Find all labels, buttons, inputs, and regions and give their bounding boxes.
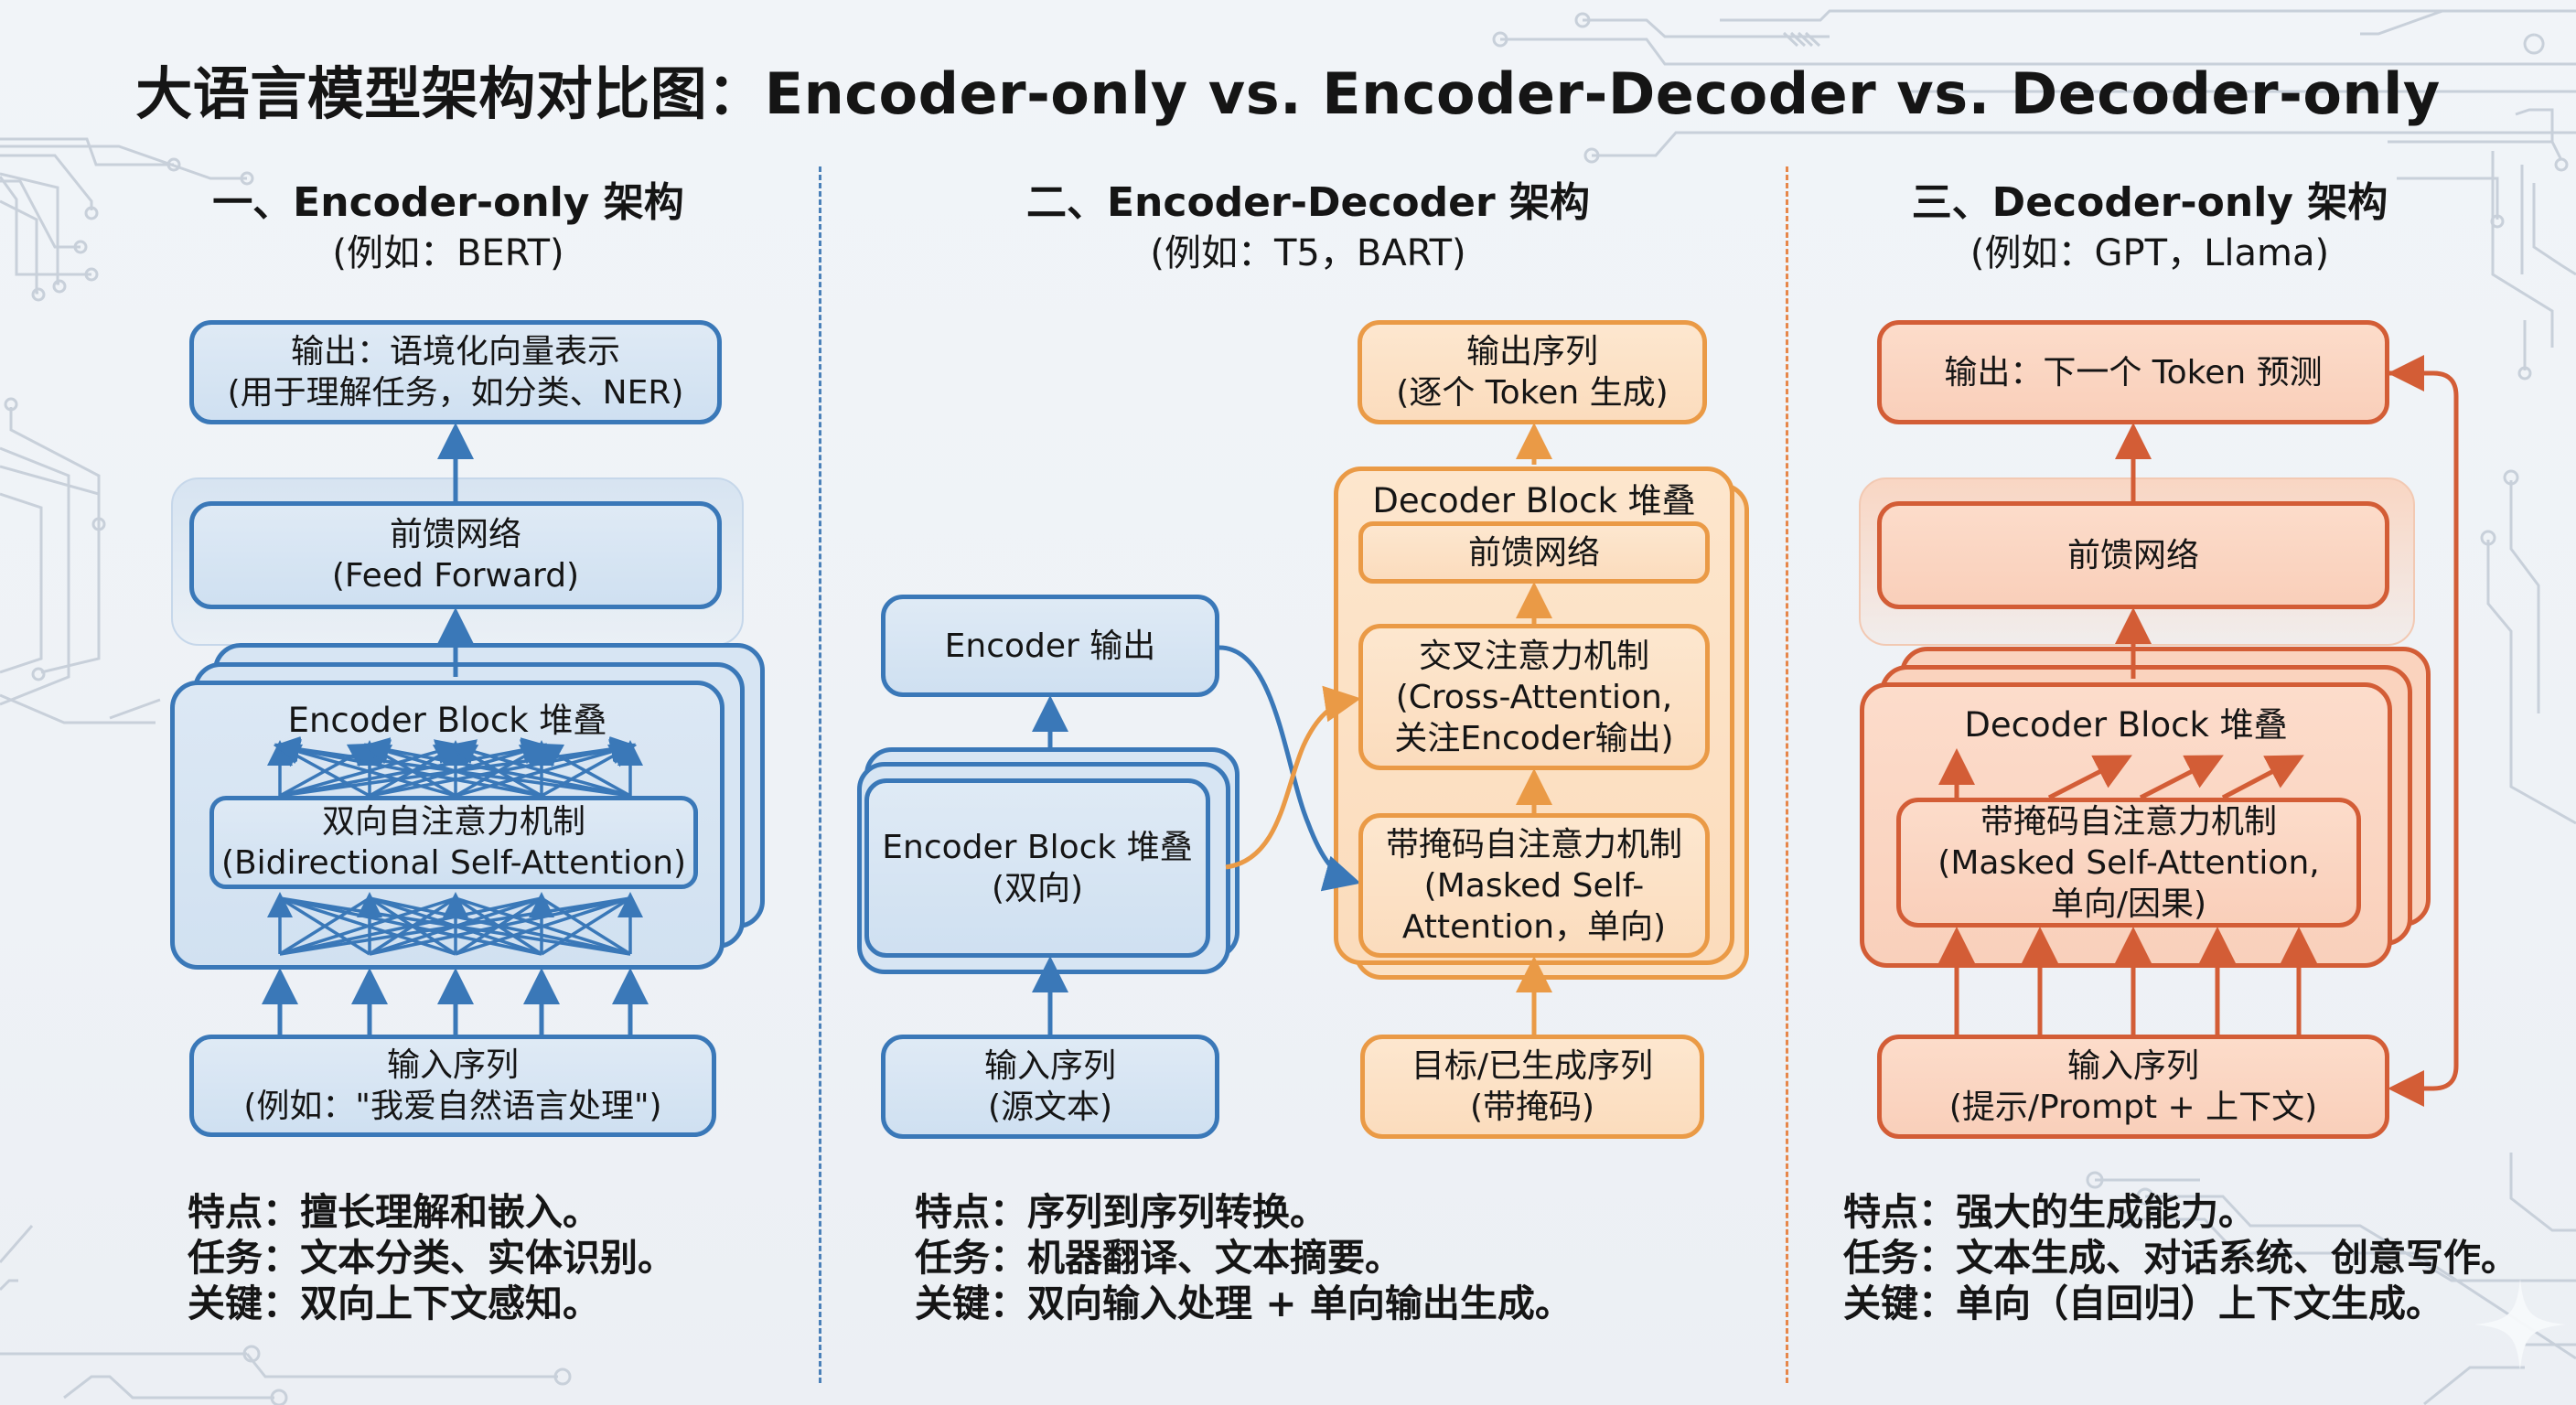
decoder-only-stack-label: Decoder Block 堆叠 bbox=[1964, 705, 2288, 745]
cross-attention-box: 交叉注意力机制 (Cross-Attention, 关注Encoder输出) bbox=[1358, 624, 1710, 770]
encoder-only-ffn-box: 前馈网络 (Feed Forward) bbox=[189, 501, 722, 609]
box-line: 前馈网络 bbox=[389, 516, 521, 553]
box-line: (源文本) bbox=[987, 1089, 1113, 1126]
box-line: (例如："我爱自然语言处理") bbox=[243, 1088, 662, 1125]
box-line: 目标/已生成序列 bbox=[1411, 1047, 1654, 1085]
encdec-decoder-stack-label: Decoder Block 堆叠 bbox=[1372, 481, 1696, 520]
divider-orange bbox=[1786, 166, 1788, 1383]
divider-blue bbox=[819, 166, 821, 1383]
box-line: 交叉注意力机制 bbox=[1418, 637, 1649, 675]
column-heading: 三、Decoder-only 架构 bbox=[1911, 179, 2388, 226]
note-key: 关键：双向输入处理 + 单向输出生成。 bbox=[915, 1282, 1572, 1325]
box-line: 带掩码自注意力机制 bbox=[1385, 825, 1682, 863]
box-line: 关注Encoder输出) bbox=[1394, 719, 1674, 757]
box-line: (Masked Self- bbox=[1423, 866, 1645, 905]
box-line: (提示/Prompt + 上下文) bbox=[1948, 1089, 2318, 1126]
column-example: (例如：GPT，Llama) bbox=[1970, 232, 2330, 274]
box-line: 双向自注意力机制 bbox=[321, 803, 585, 841]
box-line: (逐个 Token 生成) bbox=[1396, 374, 1669, 412]
bidirectional-attention-box: 双向自注意力机制 (Bidirectional Self-Attention) bbox=[209, 796, 698, 889]
box-line: Encoder Block 堆叠 bbox=[882, 829, 1193, 866]
box-line: (Cross-Attention, bbox=[1395, 678, 1673, 716]
column-heading: 一、Encoder-only 架构 bbox=[212, 179, 684, 226]
column-example: (例如：T5，BART) bbox=[1150, 232, 1466, 274]
note-feature: 特点：强大的生成能力。 bbox=[1843, 1190, 2256, 1234]
encoder-only-notes: 特点：擅长理解和嵌入。 任务：文本分类、实体识别。 关键：双向上下文感知。 bbox=[188, 1189, 675, 1326]
note-feature: 特点：擅长理解和嵌入。 bbox=[188, 1190, 600, 1234]
box-line: (Bidirectional Self-Attention) bbox=[220, 844, 687, 882]
decoder-only-notes: 特点：强大的生成能力。 任务：文本生成、对话系统、创意写作。 关键：单向（自回归… bbox=[1843, 1189, 2518, 1326]
box-line: Attention，单向) bbox=[1401, 907, 1667, 946]
box-line: (用于理解任务，如分类、NER) bbox=[227, 374, 684, 412]
column-header-encoder-decoder: 二、Encoder-Decoder 架构 (例如：T5，BART) bbox=[979, 177, 1637, 277]
encoder-only-output-box: 输出：语境化向量表示 (用于理解任务，如分类、NER) bbox=[189, 320, 722, 424]
note-feature: 特点：序列到序列转换。 bbox=[915, 1190, 1327, 1234]
box-line: 输出：下一个 Token 预测 bbox=[1944, 353, 2323, 391]
column-heading: 二、Encoder-Decoder 架构 bbox=[1025, 179, 1591, 226]
note-key: 关键：单向（自回归）上下文生成。 bbox=[1843, 1282, 2443, 1325]
box-line: 单向/因果) bbox=[2050, 885, 2207, 923]
box-line: Encoder 输出 bbox=[944, 627, 1156, 665]
encoder-stack-label: Encoder Block 堆叠 bbox=[287, 701, 607, 740]
note-tasks: 任务：机器翻译、文本摘要。 bbox=[915, 1236, 1402, 1280]
page-title: 大语言模型架构对比图：Encoder-only vs. Encoder-Deco… bbox=[135, 60, 2441, 127]
note-key: 关键：双向上下文感知。 bbox=[188, 1282, 600, 1325]
box-line: 输出序列 bbox=[1465, 333, 1598, 370]
encdec-ffn-box: 前馈网络 bbox=[1358, 521, 1710, 584]
box-line: 输出：语境化向量表示 bbox=[290, 333, 620, 370]
encoder-decoder-notes: 特点：序列到序列转换。 任务：机器翻译、文本摘要。 关键：双向输入处理 + 单向… bbox=[915, 1189, 1572, 1326]
box-line: (双向) bbox=[991, 870, 1084, 907]
column-header-encoder-only: 一、Encoder-only 架构 (例如：BERT) bbox=[174, 177, 723, 277]
decoder-only-masked-attention-box: 带掩码自注意力机制 (Masked Self-Attention, 单向/因果) bbox=[1896, 798, 2361, 928]
encdec-encoder-stack-box: Encoder Block 堆叠 (双向) bbox=[864, 778, 1210, 958]
decoder-only-ffn-box: 前馈网络 bbox=[1877, 501, 2389, 609]
column-example: (例如：BERT) bbox=[332, 232, 564, 274]
box-line: (带掩码) bbox=[1469, 1089, 1595, 1126]
encoder-output-box: Encoder 输出 bbox=[881, 595, 1219, 697]
note-tasks: 任务：文本分类、实体识别。 bbox=[188, 1236, 675, 1280]
box-line: (Masked Self-Attention, bbox=[1937, 843, 2320, 882]
box-line: (Feed Forward) bbox=[331, 557, 580, 595]
box-line: 输入序列 bbox=[2066, 1047, 2199, 1085]
decoder-only-input-box: 输入序列 (提示/Prompt + 上下文) bbox=[1877, 1035, 2389, 1139]
box-line: 输入序列 bbox=[386, 1046, 519, 1084]
encdec-target-input-box: 目标/已生成序列 (带掩码) bbox=[1360, 1035, 1704, 1139]
box-line: 带掩码自注意力机制 bbox=[1980, 802, 2277, 841]
box-line: 前馈网络 bbox=[1467, 533, 1600, 572]
box-line: 前馈网络 bbox=[2066, 536, 2199, 574]
sparkle-icon bbox=[2474, 1279, 2566, 1370]
encdec-source-input-box: 输入序列 (源文本) bbox=[881, 1035, 1219, 1139]
note-tasks: 任务：文本生成、对话系统、创意写作。 bbox=[1843, 1236, 2518, 1280]
encoder-only-input-box: 输入序列 (例如："我爱自然语言处理") bbox=[189, 1035, 716, 1137]
box-line: 输入序列 bbox=[983, 1047, 1116, 1085]
column-header-decoder-only: 三、Decoder-only 架构 (例如：GPT，Llama) bbox=[1866, 177, 2433, 277]
encdec-masked-attention-box: 带掩码自注意力机制 (Masked Self- Attention，单向) bbox=[1358, 813, 1710, 958]
decoder-only-output-box: 输出：下一个 Token 预测 bbox=[1877, 320, 2389, 424]
encdec-output-sequence-box: 输出序列 (逐个 Token 生成) bbox=[1358, 320, 1707, 424]
